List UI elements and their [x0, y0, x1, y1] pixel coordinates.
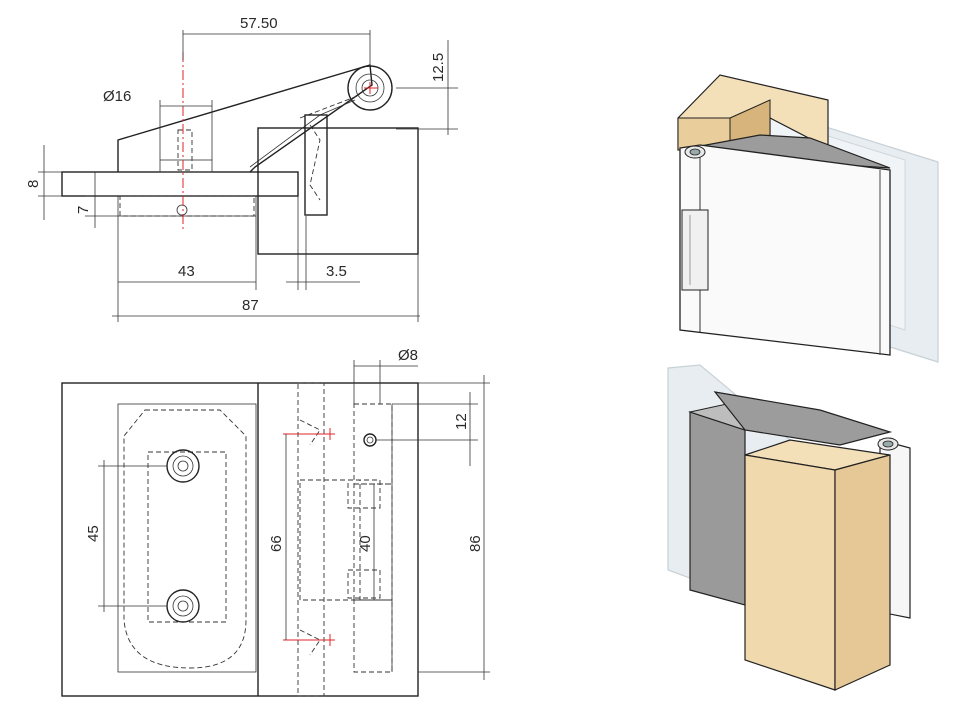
pin [363, 433, 377, 447]
dark-plate [689, 411, 746, 606]
dim-dia-8: Ø8 [398, 347, 418, 364]
clamp-plate-outline [123, 409, 247, 669]
clamp-plate [119, 195, 255, 217]
dim-8: 8 [25, 180, 42, 188]
dim-3-5: 3.5 [326, 263, 347, 280]
screw-bottom [166, 589, 200, 623]
glass-leaf [304, 114, 328, 216]
dim-66: 66 [268, 535, 285, 552]
dim-40: 40 [357, 535, 374, 552]
leaf-body [257, 127, 419, 255]
dim-45: 45 [85, 525, 102, 542]
section-view: 57.50 12.5 Ø16 8 7 43 3.5 [25, 15, 458, 322]
dim-86: 86 [467, 535, 484, 552]
dim-43: 43 [178, 263, 195, 280]
plan-outline [61, 382, 419, 697]
hinge-body [679, 144, 891, 356]
dim-57-50: 57.50 [240, 15, 278, 32]
hinge-arm-2 [713, 391, 893, 446]
render-bottom [667, 364, 911, 691]
dim-87: 87 [242, 297, 259, 314]
base-plate [61, 171, 299, 197]
pedestal [117, 64, 373, 173]
dim-7: 7 [75, 206, 92, 214]
render-top [677, 74, 939, 363]
plan-view: Ø8 12 86 45 66 40 [61, 347, 490, 697]
screw-top [166, 449, 200, 483]
dim-12: 12 [453, 413, 470, 430]
dim-12-5: 12.5 [430, 53, 447, 82]
dim-dia-16: Ø16 [103, 88, 131, 105]
